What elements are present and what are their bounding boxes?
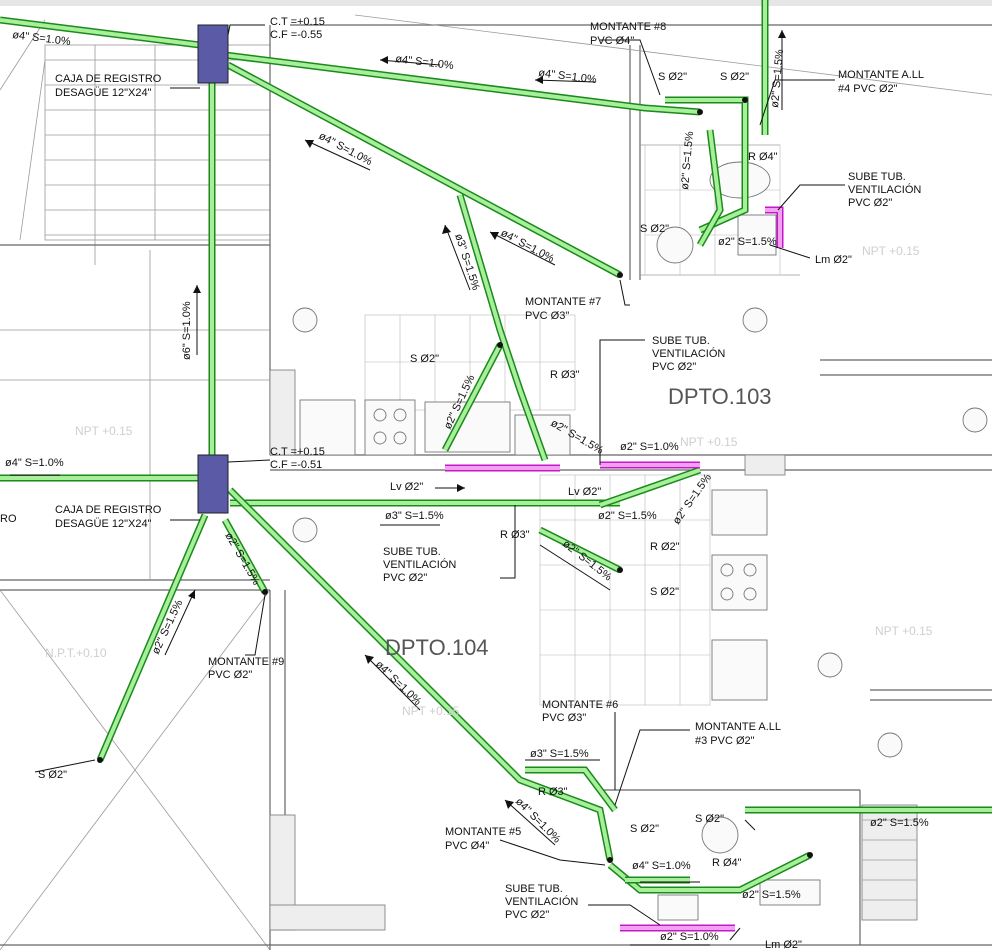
fixture-label: S Ø2" xyxy=(720,71,749,83)
sink-2 xyxy=(711,489,768,536)
slope-label: ø4" S=1.0% xyxy=(5,457,64,469)
slope-label: ø2" S=1.5% xyxy=(598,510,657,522)
vent-label: PVC Ø2" xyxy=(848,197,892,209)
slope-label: ø2" S=1.5% xyxy=(718,236,777,248)
fixture-label: R Ø3" xyxy=(538,786,568,798)
level-label: NPT +0.15 xyxy=(75,424,133,438)
fixture-label: S Ø2" xyxy=(640,223,669,235)
vent-label: VENTILACIÓN xyxy=(652,347,725,360)
vent-pipes xyxy=(445,206,784,932)
slope-label: ø4" S=1.0% xyxy=(395,53,455,72)
slope-label: ø2" S=1.5% xyxy=(679,131,696,191)
drain-pipes xyxy=(0,0,992,894)
level-label: NPT +0.15 xyxy=(402,704,460,718)
slope-label: ø2" S=1.5% xyxy=(222,531,262,588)
riser-label: MONTANTE A.LL xyxy=(838,69,924,81)
fixture-label: S Ø2" xyxy=(630,823,659,835)
vent-label: SUBE TUB. xyxy=(848,171,906,183)
level-label: NPT +0.15 xyxy=(875,624,933,638)
fixture-label: Lm Ø2" xyxy=(815,254,852,266)
riser-label: MONTANTE #6 xyxy=(542,699,618,711)
slope-label: ø4" S=1.0% xyxy=(513,796,563,846)
riser-label: MONTANTE #5 xyxy=(445,826,521,838)
box-label: DESAGÜE 12"X24" xyxy=(55,87,152,99)
slope-label: ø4" S=1.0% xyxy=(538,67,598,86)
slope-label: ø2" S=1.5% xyxy=(742,889,801,901)
riser-label: PVC Ø3" xyxy=(525,310,569,322)
fixture-label: S Ø2" xyxy=(658,71,687,83)
vent-label: VENTILACIÓN xyxy=(505,895,578,908)
riser-label: #3 PVC Ø2" xyxy=(695,735,755,747)
fixture-label: S Ø2" xyxy=(695,813,724,825)
box-cf: C.F =-0.55 xyxy=(270,29,322,41)
fixture-label: Lm Ø2" xyxy=(765,939,802,950)
slope-label: ø6" S=1.0% xyxy=(181,301,193,360)
stove-2 xyxy=(711,554,768,611)
vent-label: VENTILACIÓN xyxy=(383,558,456,571)
vent-label: VENTILACIÓN xyxy=(848,183,921,196)
riser-label: PVC Ø4" xyxy=(445,840,489,852)
box-ct: C.T =+0.15 xyxy=(270,16,325,28)
vent-label: SUBE TUB. xyxy=(505,883,563,895)
kitchen-tiles xyxy=(364,144,781,706)
riser-label: #4 PVC Ø2" xyxy=(838,83,898,95)
riser-label: MONTANTE #8 xyxy=(590,21,666,33)
box-ct: C.T =+0.15 xyxy=(270,446,325,458)
riser-label: PVC Ø4" xyxy=(590,35,634,47)
slope-label: ø4" S=1.0% xyxy=(12,29,72,48)
slope-label: ø3" S=1.5% xyxy=(385,510,444,522)
level-label: N.P.T.+0.10 xyxy=(45,646,107,660)
fixture-label: S Ø2" xyxy=(410,353,439,365)
registration-box-mid xyxy=(197,454,229,514)
vent-label: SUBE TUB. xyxy=(652,335,710,347)
toilet-2 xyxy=(657,894,699,921)
riser-label: MONTANTE #7 xyxy=(525,296,601,308)
riser-label: PVC Ø2" xyxy=(208,669,252,681)
stove-1 xyxy=(364,399,416,456)
vent-label: SUBE TUB. xyxy=(383,546,441,558)
level-label: NPT +0.15 xyxy=(680,435,738,449)
vent-label: PVC Ø2" xyxy=(383,572,427,584)
toilet-1 xyxy=(709,161,771,199)
fixture-label: R Ø3" xyxy=(550,369,580,381)
fixture-label: R Ø3" xyxy=(500,529,530,541)
fixture-label: Lv Ø2" xyxy=(568,486,601,498)
riser-label: MONTANTE #9 xyxy=(208,656,284,668)
slope-label: ø2" S=1.0% xyxy=(620,441,679,453)
vent-label: PVC Ø2" xyxy=(505,909,549,921)
slope-label: ø2" S=1.5% xyxy=(870,817,929,829)
slope-label: ø4" S=1.0% xyxy=(373,659,424,709)
cut-label: RO xyxy=(0,513,17,525)
room-label-dpto103: DPTO.103 xyxy=(668,384,772,409)
box-label: DESAGÜE 12"X24" xyxy=(55,518,152,530)
slope-label: ø3" S=1.5% xyxy=(530,748,589,760)
box-label: CAJA DE REGISTRO xyxy=(55,504,162,516)
fixture-label: Lv Ø2" xyxy=(390,481,423,493)
riser-label: MONTANTE A.LL xyxy=(695,721,781,733)
box-label: CAJA DE REGISTRO xyxy=(55,73,162,85)
slope-label: ø4" S=1.0% xyxy=(632,860,691,872)
registration-box-top xyxy=(197,24,229,84)
fixture-label: S Ø2" xyxy=(38,769,67,781)
fixture-label: S Ø2" xyxy=(650,586,679,598)
box-cf: C.F =-0.51 xyxy=(270,459,322,471)
slope-label: ø2" S=1.0% xyxy=(660,931,719,943)
flow-arrows xyxy=(10,30,786,946)
fixture-label: R Ø4" xyxy=(712,857,742,869)
fixture-label: R Ø2" xyxy=(650,541,680,553)
room-label-dpto104: DPTO.104 xyxy=(385,635,489,660)
slope-label: ø2" S=1.5% xyxy=(769,49,786,109)
level-label: NPT +0.15 xyxy=(862,244,920,258)
fixture-label: R Ø4" xyxy=(748,151,778,163)
fittings xyxy=(97,97,813,863)
vent-label: PVC Ø2" xyxy=(652,361,696,373)
leader-lines xyxy=(34,24,845,941)
riser-label: PVC Ø3" xyxy=(542,712,586,724)
stair xyxy=(0,19,271,265)
